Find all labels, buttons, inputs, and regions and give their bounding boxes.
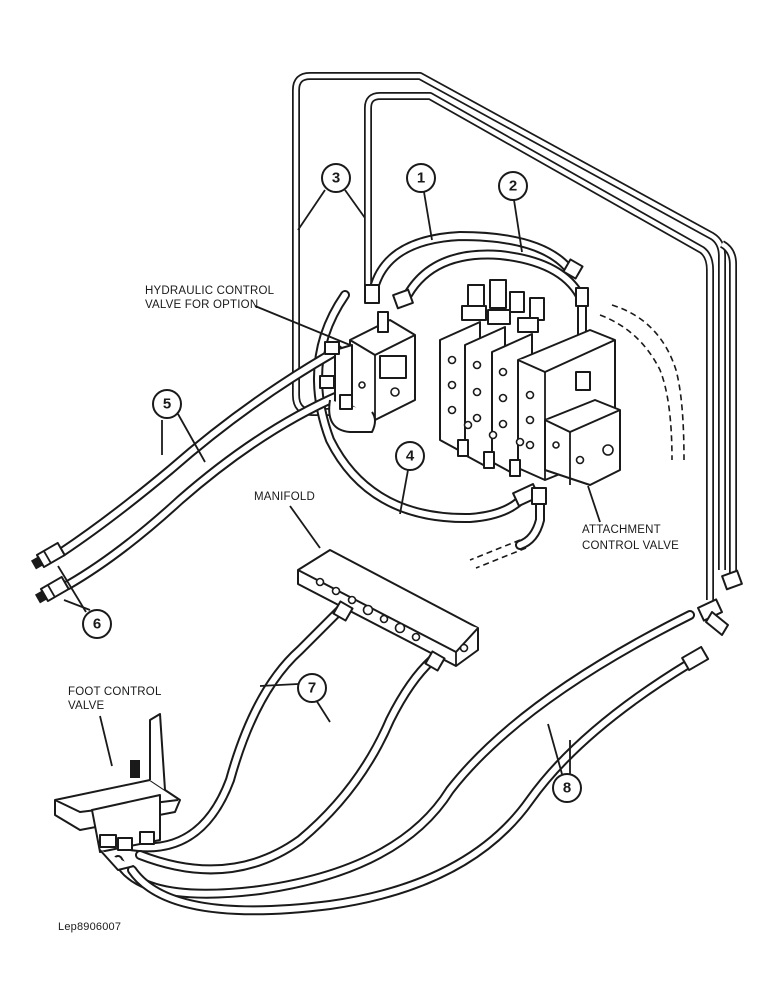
callout-8: 8 bbox=[547, 723, 582, 803]
option-control-valve bbox=[319, 284, 416, 433]
manifold-label: MANIFOLD bbox=[254, 491, 315, 503]
foot-control-valve bbox=[54, 713, 181, 871]
callout-5-label: 5 bbox=[163, 396, 171, 413]
callout-6-label: 6 bbox=[93, 616, 101, 633]
label-foot-control-valve: FOOT CONTROL VALVE bbox=[68, 686, 162, 767]
callout-3-label: 3 bbox=[332, 170, 340, 187]
hose-2 bbox=[400, 249, 587, 385]
label-hydraulic-control-valve: HYDRAULIC CONTROL VALVE FOR OPTION bbox=[145, 285, 351, 346]
callout-1: 1 bbox=[406, 163, 436, 241]
acv-label-line1: ATTACHMENT bbox=[582, 524, 661, 536]
fcv-label-line1: FOOT CONTROL bbox=[68, 686, 162, 698]
callout-7-label: 7 bbox=[308, 680, 316, 697]
label-attachment-control-valve: ATTACHMENT CONTROL VALVE bbox=[582, 485, 679, 552]
fcv-label-line2: VALVE bbox=[68, 700, 104, 712]
hcv-label-line2: VALVE FOR OPTION bbox=[145, 299, 258, 311]
drawing-reference: Lep8906007 bbox=[58, 921, 121, 933]
callout-2-label: 2 bbox=[509, 178, 517, 195]
callout-4: 4 bbox=[395, 441, 425, 515]
callout-4-label: 4 bbox=[406, 448, 415, 465]
hose-1 bbox=[367, 231, 573, 303]
hoses-8 bbox=[113, 610, 695, 916]
hoses-7 bbox=[120, 605, 437, 875]
right-fittings bbox=[681, 569, 743, 672]
hoses-5 bbox=[57, 345, 345, 590]
manifold bbox=[297, 549, 479, 672]
callout-2: 2 bbox=[498, 171, 528, 253]
callout-3: 3 bbox=[297, 163, 366, 231]
hcv-label-line1: HYDRAULIC CONTROL bbox=[145, 285, 275, 297]
main-valve-stack bbox=[439, 258, 621, 507]
callout-5: 5 bbox=[152, 389, 206, 463]
hidden-pipes bbox=[469, 304, 685, 569]
acv-label-line2: CONTROL VALVE bbox=[582, 540, 679, 552]
quick-couplers-6 bbox=[30, 541, 70, 604]
label-manifold: MANIFOLD bbox=[254, 491, 321, 549]
callout-1-label: 1 bbox=[417, 170, 425, 187]
callout-6: 6 bbox=[57, 565, 112, 639]
callout-8-label: 8 bbox=[563, 780, 571, 797]
callout-7: 7 bbox=[259, 673, 331, 723]
rigid-tubes-3 bbox=[292, 72, 737, 600]
